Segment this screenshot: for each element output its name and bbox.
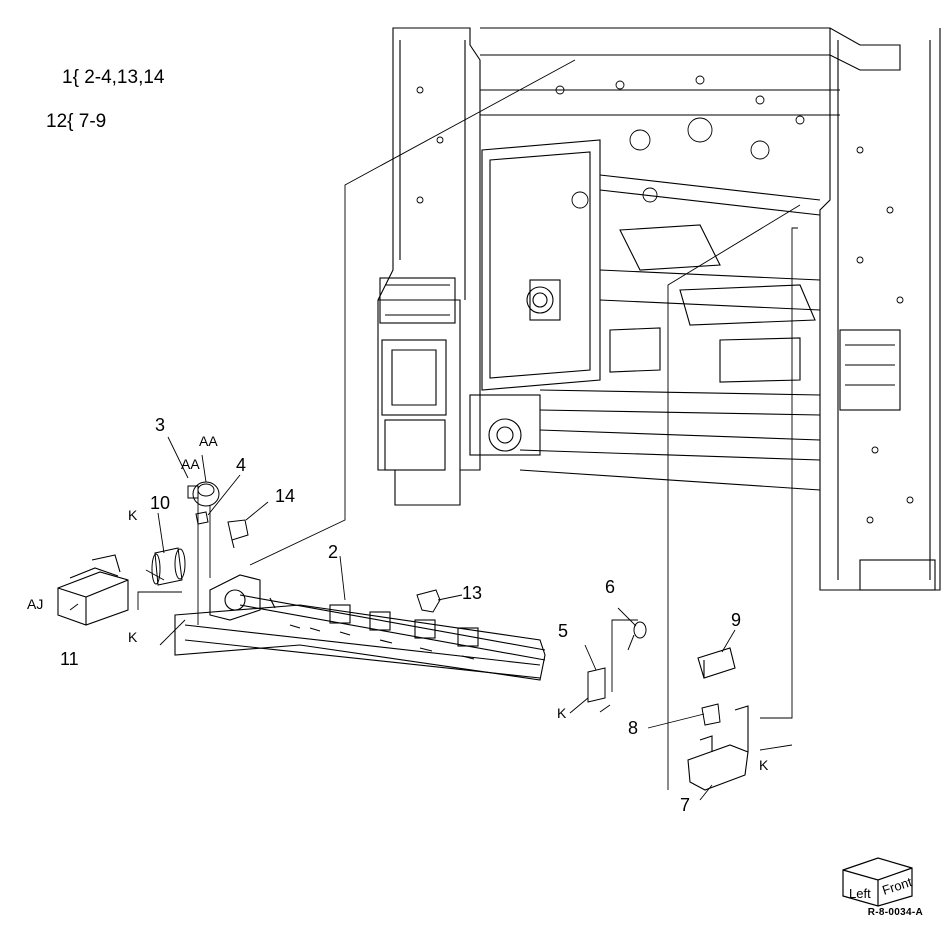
callout-k-right: K [759,757,769,773]
callout-13: 13 [462,583,483,603]
part-6-spring [627,621,647,651]
callout-k-mid: K [557,705,567,721]
part-2-shaft-assembly [174,574,546,681]
callout-2: 2 [328,542,339,562]
part-7-base [687,705,749,791]
callout-10: 10 [150,493,171,513]
callout-7: 7 [680,795,691,815]
legend-line-1: 1{ 2-4,13,14 [62,67,165,88]
part-4-clip [195,511,209,525]
callout-8: 8 [628,718,639,738]
part-14-sensor [227,519,249,549]
part-5-plate [587,667,606,703]
callout-9: 9 [731,610,742,630]
part-10-cylinder [151,547,186,586]
callout-leaders [69,436,793,801]
callout-14: 14 [275,486,296,506]
callout-4: 4 [236,455,247,475]
callout-6: 6 [605,577,616,597]
callout-k-top: K [128,507,138,523]
orientation-cube [842,857,913,907]
callout-11: 11 [60,649,79,669]
callout-k-left: K [128,629,138,645]
orientation-left-label: Left [849,886,871,901]
part-13-bracket [416,589,441,613]
callout-aj: AJ [27,596,44,612]
callout-3: 3 [155,415,166,435]
legend-line-2: 12{ 7-9 [46,111,107,132]
machine-frame [377,27,941,591]
part-9-block [697,647,736,679]
leader-lines [137,59,801,790]
part-3-gear [187,481,220,507]
callout-aa-left: AA [181,456,200,472]
callout-aa-top: AA [199,433,218,449]
part-8-sensor [701,703,721,726]
document-id: R-8-0034-A [867,907,923,918]
callout-5: 5 [558,621,569,641]
part-11-cover [57,554,129,626]
